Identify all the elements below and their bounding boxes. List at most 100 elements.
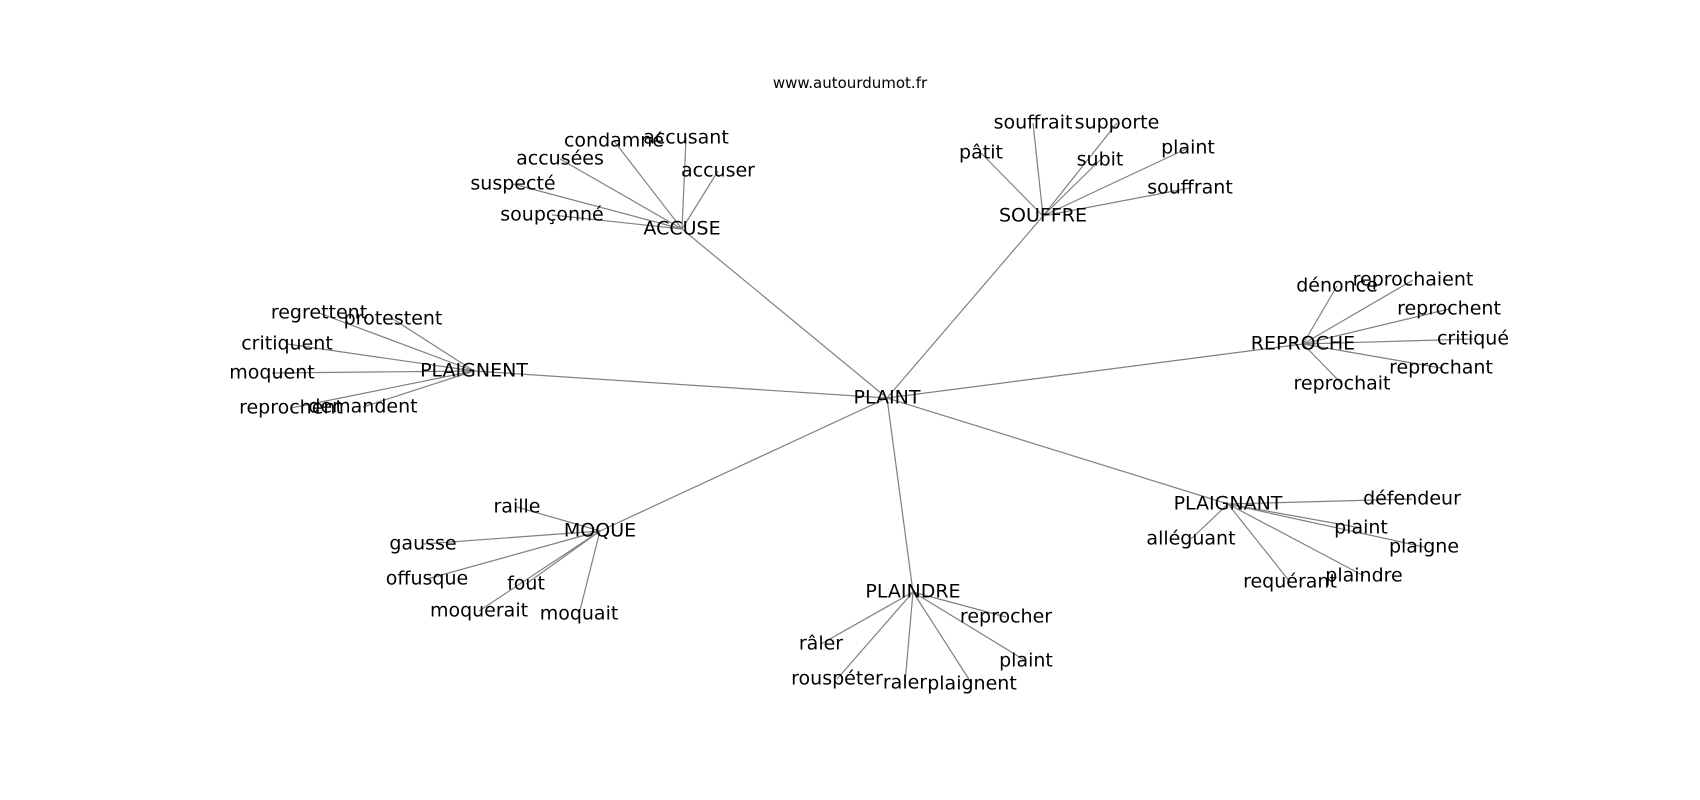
edge-hub-leaf [1302, 308, 1450, 345]
edge-hub-leaf [392, 318, 475, 372]
leaf-node-label: accusant [643, 127, 729, 149]
edge-hub-leaf [1042, 187, 1191, 217]
leaf-node-label: plaint [1334, 517, 1388, 539]
edge-hub-leaf [286, 343, 475, 372]
graph-edges [271, 122, 1474, 685]
edge-hub-leaf [1190, 503, 1229, 540]
leaf-node-label: critiquent [241, 333, 333, 355]
leaf-node-label: requérant [1243, 571, 1337, 593]
leaf-node-label: plaint [999, 650, 1053, 672]
edge-center-hub [473, 370, 888, 399]
leaf-node-label: reprochent [239, 397, 343, 419]
hub-node-label: MOQUE [564, 520, 636, 542]
leaf-node-label: souffrait [994, 112, 1073, 134]
edge-hub-leaf [551, 214, 683, 230]
edge-hub-leaf [559, 158, 683, 230]
hub-node-label: PLAINDRE [865, 581, 960, 603]
edge-hub-leaf [318, 312, 475, 372]
leaf-node-label: moquait [540, 603, 619, 625]
leaf-node-label: plaignent [927, 673, 1017, 695]
leaf-node-label: souffrant [1147, 177, 1233, 199]
edge-hub-leaf [1042, 122, 1118, 217]
leaf-node-label: moquerait [430, 600, 528, 622]
edge-hub-leaf [290, 370, 475, 409]
leaf-node-label: demandent [308, 396, 417, 418]
edge-center-hub [681, 228, 888, 399]
edge-hub-leaf [836, 591, 914, 680]
edge-hub-leaf [912, 591, 973, 685]
leaf-node-label: accusées [516, 148, 604, 170]
edge-hub-leaf [1302, 343, 1442, 369]
edge-hub-leaf [1227, 503, 1362, 529]
leaf-node-label: regrettent [271, 302, 367, 324]
edge-hub-leaf [1302, 338, 1474, 345]
edge-hub-leaf [271, 370, 475, 374]
edge-hub-leaf [1302, 343, 1343, 385]
edge-hub-leaf [681, 137, 687, 230]
leaf-node-label: raler [883, 672, 927, 694]
edge-hub-leaf [912, 591, 1007, 618]
edge-hub-leaf [1042, 147, 1189, 217]
edge-hub-leaf [512, 183, 683, 230]
hub-node-label: ACCUSE [643, 218, 720, 240]
leaf-node-label: reprochent [1397, 298, 1501, 320]
edge-hub-leaf [1227, 498, 1413, 505]
site-url: www.autourdumot.fr [773, 74, 928, 92]
edge-hub-leaf [1302, 279, 1414, 345]
edge-hub-leaf [820, 591, 914, 645]
leaf-node-label: dénonce [1296, 275, 1378, 297]
leaf-node-label: défendeur [1363, 488, 1461, 510]
leaf-node-label: reprochait [1293, 373, 1390, 395]
leaf-node-label: offusque [386, 568, 468, 590]
edge-hub-leaf [578, 530, 601, 615]
leaf-node-label: pâtit [959, 142, 1003, 164]
leaf-node-label: gausse [389, 533, 456, 555]
edge-hub-leaf [422, 530, 601, 545]
leaf-node-label: subit [1077, 149, 1124, 171]
edge-hub-leaf [681, 170, 719, 230]
edge-hub-leaf [1302, 285, 1338, 345]
leaf-node-label: critiqué [1437, 328, 1509, 350]
edge-hub-leaf [980, 152, 1044, 217]
center-node-label: PLAINT [854, 387, 921, 409]
edge-hub-leaf [478, 530, 601, 612]
edge-center-hub [599, 397, 888, 532]
leaf-node-label: reprocher [960, 606, 1052, 628]
edge-center-hub [886, 397, 914, 593]
leaf-node-label: alléguant [1146, 528, 1235, 550]
leaf-node-label: plaint [1161, 137, 1215, 159]
leaf-node-label: reprochant [1389, 357, 1493, 379]
hub-node-label: SOUFFRE [999, 205, 1087, 227]
edge-hub-leaf [362, 370, 475, 408]
edge-center-hub [886, 397, 1229, 505]
edge-hub-leaf [1042, 159, 1101, 217]
edge-hub-leaf [613, 140, 683, 230]
hub-node-label: PLAIGNANT [1174, 493, 1283, 515]
hub-node-label: REPROCHE [1251, 333, 1355, 355]
edge-hub-leaf [516, 506, 601, 532]
leaf-node-label: rouspéter [791, 668, 883, 690]
edge-hub-leaf [1227, 503, 1291, 583]
leaf-node-label: raille [494, 496, 541, 518]
edge-center-hub [886, 215, 1044, 399]
edge-hub-leaf [1032, 122, 1044, 217]
leaf-node-label: reprochaient [1353, 269, 1474, 291]
leaf-node-label: suspecté [470, 173, 555, 195]
edge-hub-leaf [1227, 503, 1425, 548]
hub-node-label: PLAIGNENT [420, 360, 528, 382]
edge-hub-leaf [904, 591, 914, 684]
edge-hub-leaf [912, 591, 1027, 662]
leaf-node-label: condamné [564, 130, 664, 152]
leaf-node-label: supporte [1075, 112, 1160, 134]
leaf-node-label: accuser [681, 160, 755, 182]
edge-hub-leaf [1227, 503, 1365, 577]
edge-hub-leaf [426, 530, 601, 580]
leaf-node-label: fout [507, 573, 545, 595]
leaf-node-label: plaindre [1325, 565, 1402, 587]
leaf-node-label: protestent [344, 308, 443, 330]
leaf-node-label: râler [799, 633, 843, 655]
edge-center-hub [886, 343, 1304, 399]
leaf-node-label: moquent [229, 362, 314, 384]
